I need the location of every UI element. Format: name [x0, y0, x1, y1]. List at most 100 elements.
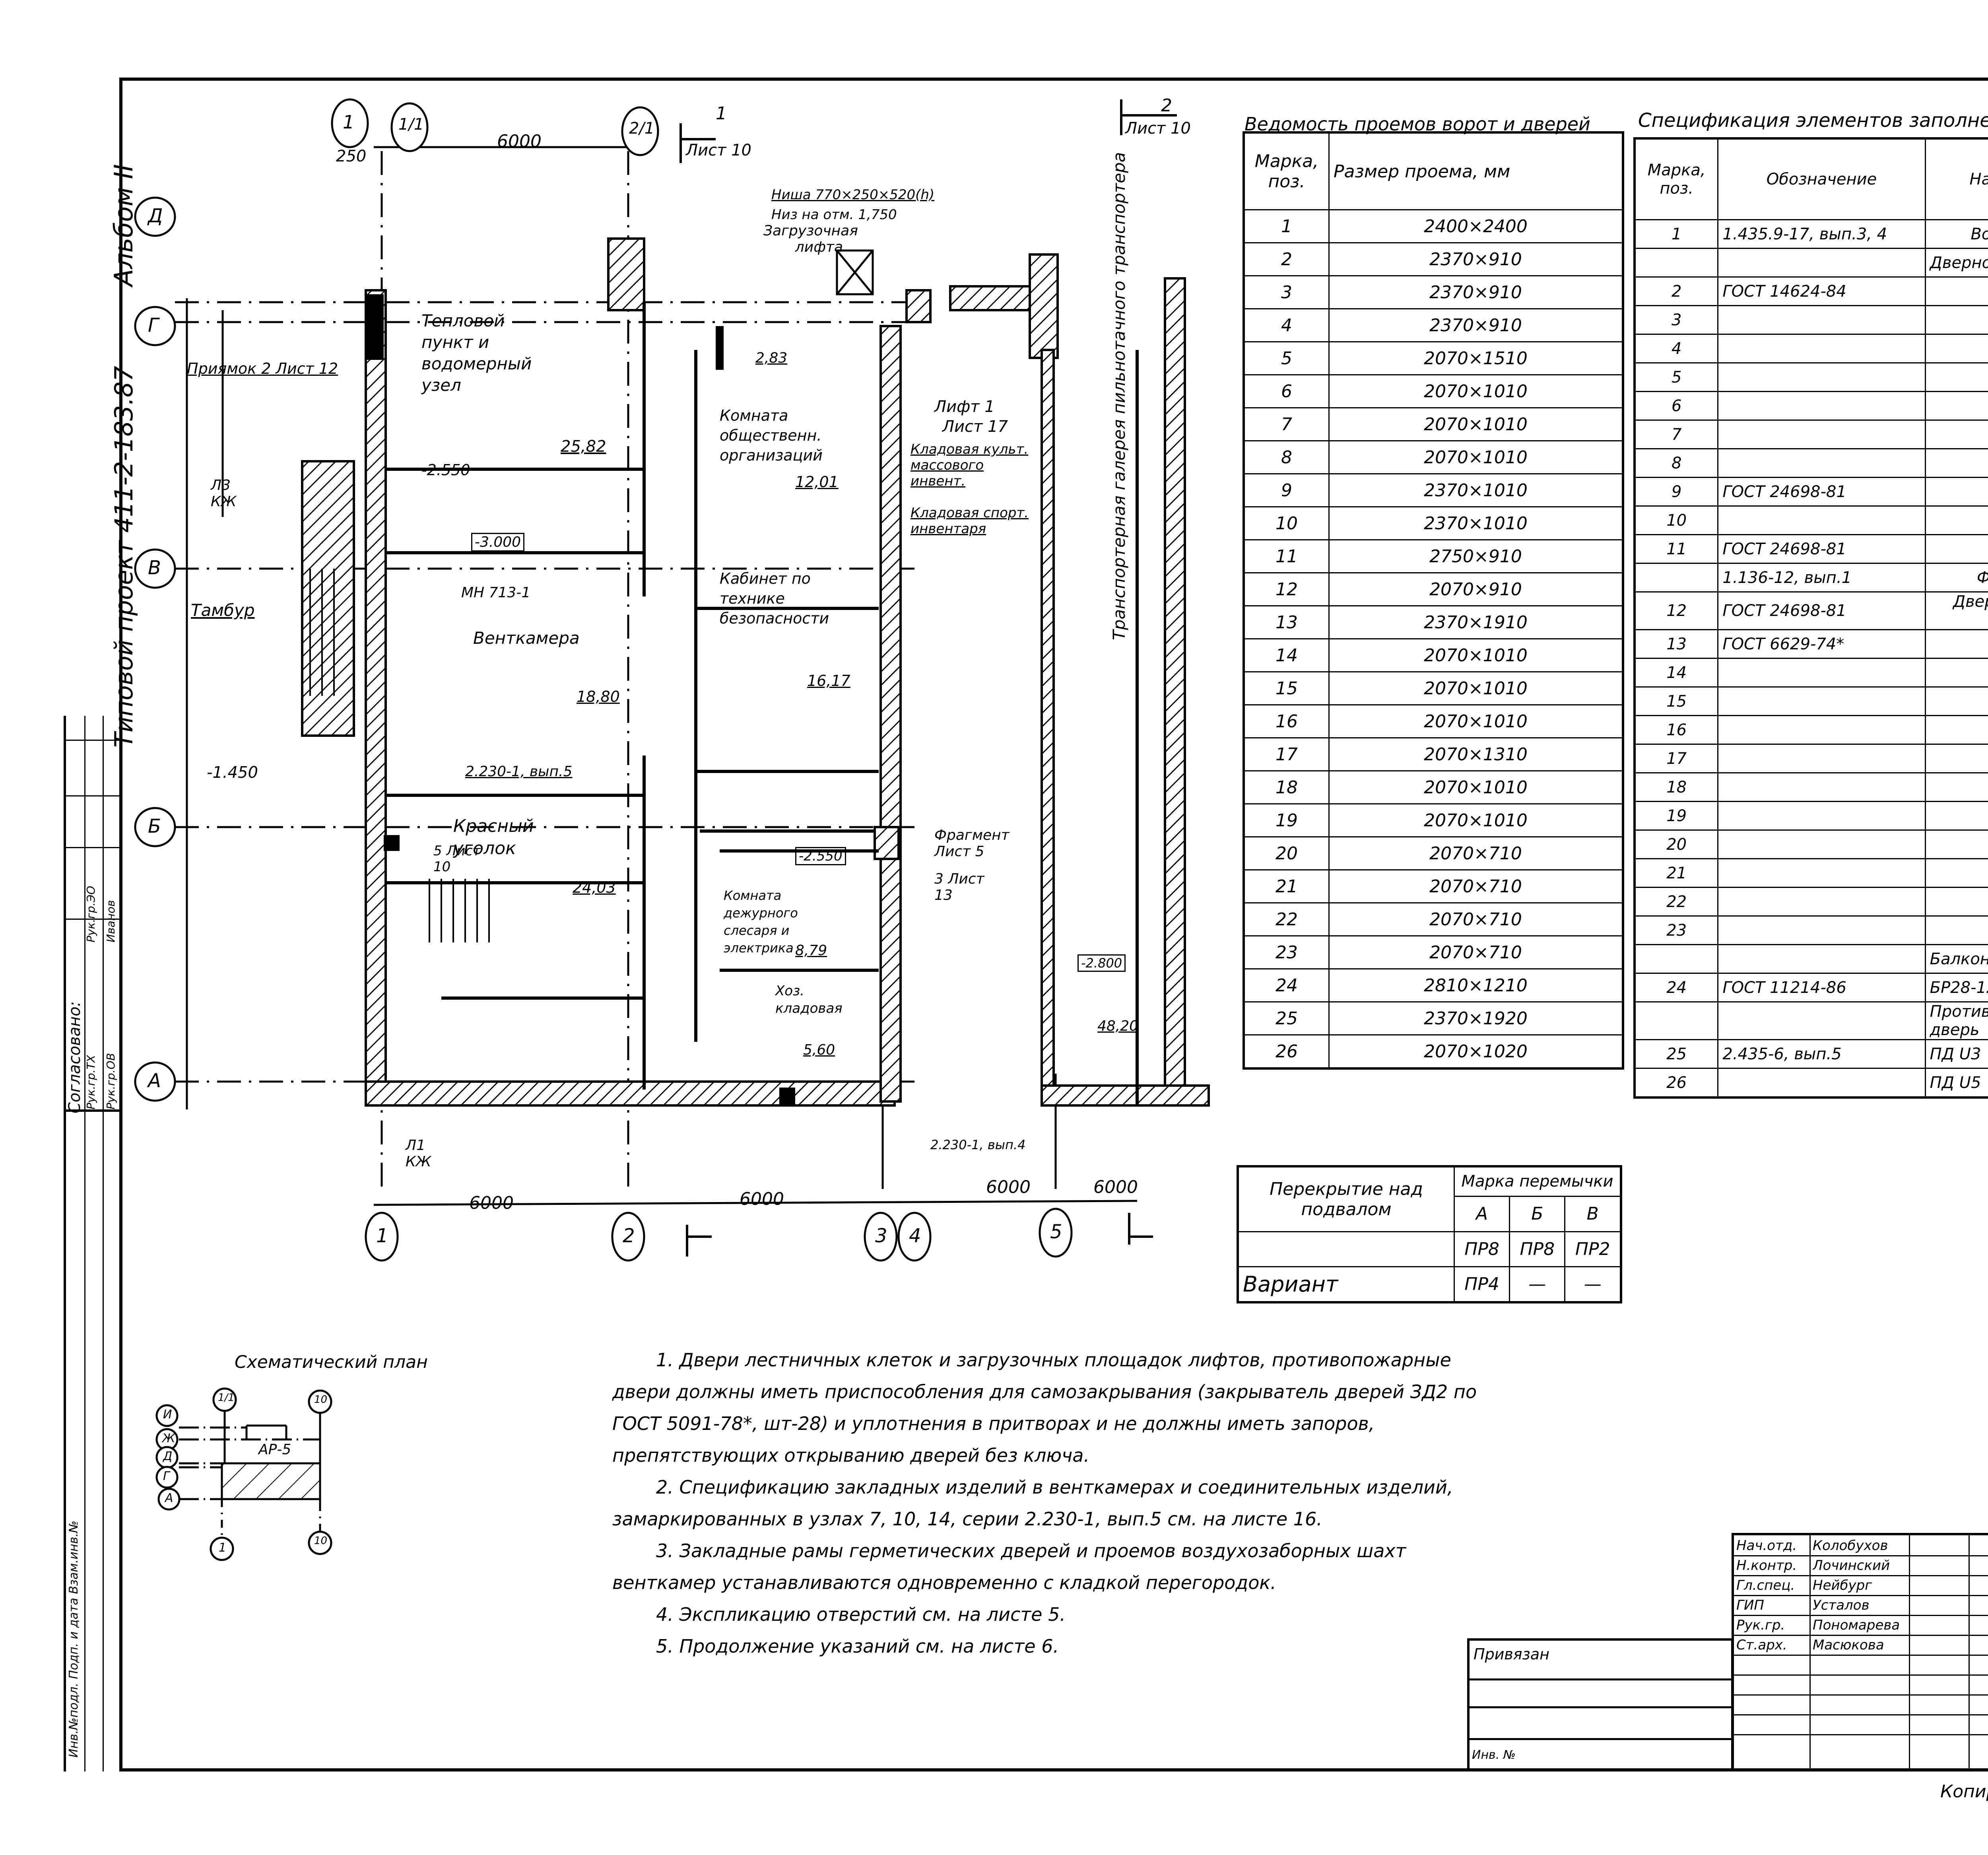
- approval-header: Согласовано:: [66, 1001, 84, 1113]
- spec-cell-name: Дверной блок ДН21-9ЛП: [1924, 591, 1988, 630]
- room-area: Лист 17: [942, 418, 1008, 436]
- spec-row: 20ДГ21-7П3328: [1634, 829, 1988, 859]
- opening-mark: 20: [1243, 836, 1330, 870]
- axis-label: В: [148, 557, 161, 579]
- opening-mark: 3: [1243, 275, 1330, 309]
- opening-mark: 9: [1243, 473, 1330, 507]
- spec-cell-name: ДГ21-10П: [1924, 658, 1988, 688]
- spec-cell-mark: 17: [1634, 744, 1719, 773]
- opening-mark: 10: [1243, 506, 1330, 540]
- spec-cell-name: ДНО24-9ЛП: [1924, 334, 1988, 363]
- axis-label: 1: [343, 111, 355, 133]
- spec-cell-designation: [1717, 772, 1926, 802]
- room-area: 2,83: [755, 350, 788, 366]
- spec-row: 17ДО21-13П1124: [1634, 744, 1988, 773]
- opening-mark: 17: [1243, 737, 1330, 771]
- elevation-mark: -2.550: [421, 461, 470, 479]
- opening-mark: 8: [1243, 440, 1330, 474]
- opening-mark: 5: [1243, 341, 1330, 375]
- lintel-cell: ПР8: [1453, 1231, 1510, 1267]
- opening-mark: 18: [1243, 770, 1330, 804]
- opening-mark: 4: [1243, 308, 1330, 342]
- opening-mark: 15: [1243, 671, 1330, 705]
- spec-table: Марка, поз. Обозначение Наименование Кол…: [1633, 137, 1988, 1099]
- opening-mark: 11: [1243, 539, 1330, 573]
- opening-size: 2750×910: [1328, 539, 1624, 573]
- opening-mark: 6: [1243, 374, 1330, 408]
- spec-cell-designation: [1717, 305, 1926, 335]
- plan-annotation: Низ на отм. 1,750: [771, 207, 897, 223]
- opening-size: 2370×910: [1328, 275, 1624, 309]
- spec-cell-designation: [1717, 362, 1926, 392]
- schematic-label: АР-5: [258, 1441, 291, 1458]
- axis-label: 10: [314, 1535, 328, 1547]
- opening-size: 2070×1010: [1328, 440, 1624, 474]
- room-label: Комната общественн. организаций: [720, 407, 823, 464]
- spec-cell-name: ДВГ21-10Л: [1924, 420, 1988, 449]
- note-item: 5. Продолжение указаний см. на листе 6.: [656, 1636, 1059, 1657]
- axis-bubble: [134, 306, 176, 346]
- spec-row: 6ДВГ21-10П1315: [1634, 391, 1988, 421]
- spec-cell-designation: [1717, 744, 1926, 773]
- spec-cell-name: ДГ21-10Л: [1924, 715, 1988, 745]
- plan-annotation: Л3 КЖ: [211, 477, 237, 510]
- opening-mark: 14: [1243, 638, 1330, 672]
- dimension: 6000: [740, 1189, 784, 1209]
- spec-cell-mark: [1634, 248, 1719, 278]
- plan-annotation: Приямок 2 Лист 12: [187, 360, 338, 377]
- room-label: Загрузочная лифта: [763, 223, 858, 255]
- room-area: 5,60: [803, 1042, 835, 1058]
- approval-row: Иванов: [104, 900, 117, 942]
- binding-box: Привязан Инв. №: [1467, 1638, 1734, 1771]
- spec-row: Балконная дверь: [1634, 944, 1988, 974]
- opening-size: 2070×1510: [1328, 341, 1624, 375]
- spec-cell-mark: 7: [1634, 420, 1719, 449]
- spec-cell-mark: 25: [1634, 1039, 1719, 1069]
- spec-cell-mark: 12: [1634, 591, 1719, 630]
- spec-cell-name: ДГ21-7: [1924, 887, 1988, 917]
- col-header-name: Наименование: [1924, 138, 1988, 220]
- lintel-cell: —: [1509, 1266, 1566, 1303]
- opening-mark: 16: [1243, 704, 1330, 738]
- plan-annotation: 2.230-1, вып.4: [930, 1137, 1026, 1152]
- staff-name: Усталов: [1813, 1597, 1870, 1613]
- spec-row: 21ДГ21-7ЛП2136: [1634, 858, 1988, 888]
- spec-row: 7ДВГ21-10Л1337: [1634, 420, 1988, 449]
- axis-bubble: [390, 102, 429, 152]
- col-header-size: Размер проема, мм: [1328, 132, 1624, 210]
- spec-cell-designation: [1717, 944, 1926, 974]
- staff-name: Нейбург: [1813, 1577, 1872, 1593]
- spec-cell-designation: ГОСТ 11214-86: [1717, 973, 1926, 1002]
- section-mark-sheet: Лист 10: [686, 141, 751, 159]
- spec-cell-name: ДГ21-10ЛП: [1924, 686, 1988, 716]
- room-area: 8,79: [795, 942, 827, 959]
- spec-cell-designation: ГОСТ 24698-81: [1717, 591, 1926, 630]
- schematic-title: Схематический план: [235, 1352, 428, 1372]
- note-item: 4. Экспликацию отверстий см. на листе 5.: [656, 1604, 1066, 1625]
- approval-stamp: [64, 716, 122, 1771]
- drawing-frame: [119, 78, 1988, 1771]
- opening-mark: 26: [1243, 1034, 1330, 1069]
- staff-name: Масюкова: [1813, 1637, 1884, 1653]
- room-label: Транспортерная галерея пильнотачного тра…: [1109, 152, 1129, 640]
- opening-mark: 7: [1243, 407, 1330, 441]
- spec-cell-designation: [1717, 1001, 1926, 1040]
- spec-cell-mark: 11: [1634, 534, 1719, 564]
- opening-size: 2070×1010: [1328, 638, 1624, 672]
- room-label: Кабинет по технике безопасности: [720, 570, 829, 627]
- section-mark-sheet: Лист 10: [1125, 119, 1191, 138]
- spec-row: 5ДВГ21-1533: [1634, 362, 1988, 392]
- dimension: 6000: [469, 1193, 514, 1213]
